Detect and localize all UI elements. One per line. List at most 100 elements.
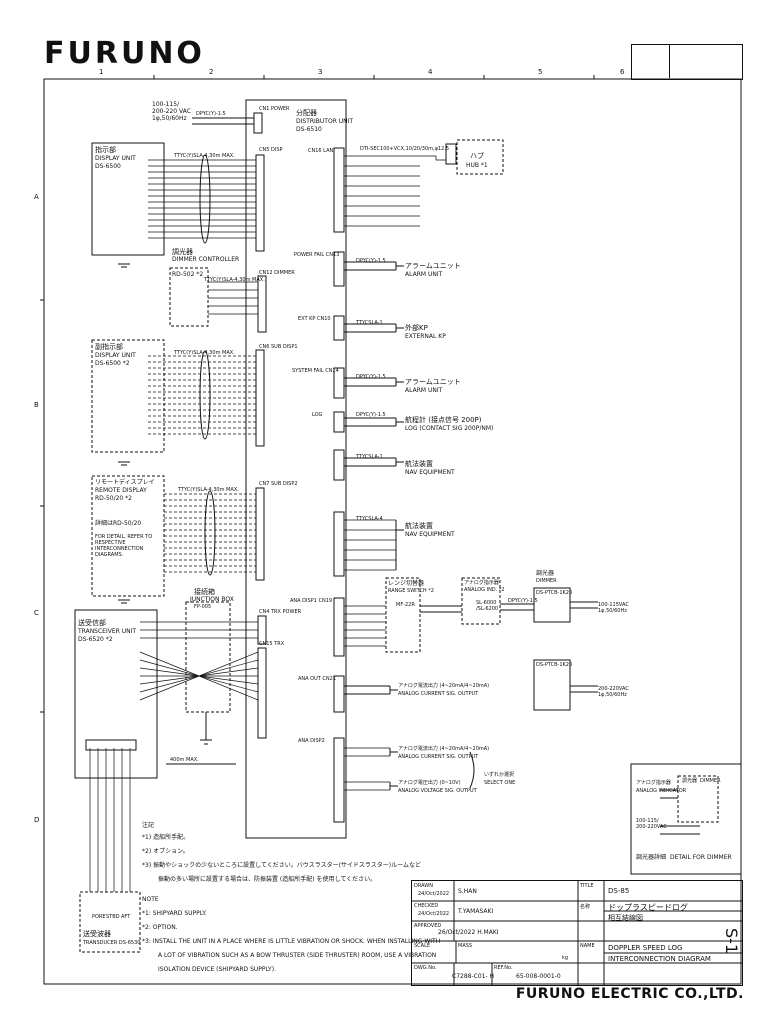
- tb-title: DS-85: [608, 887, 630, 895]
- transducer-title-jp: 送受波器: [83, 930, 111, 938]
- col-number: 1: [99, 68, 104, 76]
- detail-title-jp: 調光器詳細: [636, 854, 667, 861]
- notes-jp-item: *2) オプション。: [142, 848, 189, 855]
- notes-en-item: A LOT OF VIBRATION SUCH AS A BOW THRUSTE…: [158, 952, 437, 959]
- dimmer-model: RD-502 *2: [172, 271, 204, 278]
- display-sub-title: DISPLAY UNIT: [95, 352, 136, 359]
- range-switch-jp: レンジ切替器: [388, 580, 425, 587]
- tb-approved: 26/Oct/2022 H.MAKI: [438, 929, 499, 936]
- ana-out1-en: ANALOG CURRENT SIG. OUTPUT: [398, 691, 479, 697]
- remote-note-jp: 詳細はRD-50/20: [95, 520, 142, 527]
- tb-drawn-date: 24/Oct/2022: [418, 891, 450, 897]
- transceiver-model: DS-6520 *2: [78, 636, 113, 643]
- remote-cable: TTYC(Y)SLA-4,30m MAX.: [178, 487, 239, 493]
- row-letter: D: [34, 816, 40, 824]
- dimmer-cable: TTYC(Y)SLA-4,30m MAX.: [204, 277, 265, 283]
- transceiver-title-jp: 送受信部: [78, 619, 106, 627]
- title-block: DRAWN 24/Oct/2022 S.HAN CHECKED 24/Oct/2…: [411, 880, 743, 986]
- alarm1-jp: アラームユニット: [405, 262, 461, 270]
- row-letter: B: [34, 401, 39, 409]
- tb-ref-no: 65-008-0001-0: [516, 973, 561, 980]
- notes-jp-item: *1) 造船所手配。: [142, 834, 190, 841]
- dimmer-right-jp: 調光器: [536, 570, 555, 577]
- cn-sysfail-label: SYSTEM FAIL CN14: [292, 368, 339, 374]
- power-cable-label: DPYC(Y)-1.5: [196, 111, 226, 117]
- cn-ana-disp1-label: ANA DISP1 CN19: [290, 598, 333, 604]
- display-main-model: DS-6500: [95, 163, 121, 170]
- notes-jp-title: 注記: [142, 822, 155, 829]
- tb-name: DOPPLER SPEED LOG: [608, 944, 683, 952]
- ana-out2-jp2: アナログ電圧出力 (0~10V): [398, 780, 461, 786]
- nav1-cable: TTYCSLA-1: [356, 454, 383, 460]
- tb-dwg-no: C7288-C01- H: [452, 973, 495, 980]
- tb-name-jp2: 相互結線図: [608, 914, 643, 922]
- detail-ind-en: ANALOG INDICATOR: [636, 788, 687, 794]
- ana-out2-en2: ANALOG VOLTAGE SIG. OUTPUT: [398, 788, 477, 794]
- detail-dim-jp: 調光器: [682, 778, 698, 784]
- cn-extkp-label: EXT KP CN10: [298, 316, 331, 322]
- display-sub-model: DS-6500 *2: [95, 360, 130, 367]
- display-sub-cable: TTYC(Y)SLA-4,30m MAX.: [174, 350, 235, 356]
- row-letter: A: [34, 193, 39, 201]
- alarm1-en: ALARM UNIT: [405, 271, 443, 278]
- display-main-title: DISPLAY UNIT: [95, 155, 136, 162]
- junction-title: JUNCTION BOX: [190, 596, 234, 603]
- tb-name-jp-label: 名称: [580, 904, 591, 910]
- col-number: 3: [318, 68, 323, 76]
- cn-trx-power-label: CN4 TRX POWER: [259, 609, 302, 615]
- tb-checked-date: 24/Oct/2022: [418, 911, 450, 917]
- transceiver-title: TRANSCEIVER UNIT: [78, 628, 137, 635]
- ana-out1-jp: アナログ電流出力 (4~20mA/4~20mA): [398, 683, 490, 689]
- detail-title-en: DETAIL FOR DIMMER: [670, 854, 732, 861]
- tb-drawn-by: S.HAN: [458, 888, 477, 895]
- range-switch-model: MF-22R: [396, 602, 415, 608]
- transducer-label-pore: PORE: [92, 914, 106, 920]
- hub-label: HUB *1: [466, 162, 488, 169]
- remote-model: RD-50/20 *2: [95, 495, 132, 502]
- power-supply-label: 100-115/ 200-220 VAC 1φ,50/60Hz: [152, 101, 191, 122]
- junction-title-jp: 接続箱: [194, 588, 215, 596]
- row-letter: C: [34, 609, 39, 617]
- nav2-cable: TTYCSLA-4: [356, 516, 383, 522]
- tb-dwg-label: DWG.No.: [414, 965, 437, 971]
- dimmer-title: DIMMER CONTROLLER: [172, 256, 240, 263]
- notes-jp-item: 振動の多い場所に設置する場合は、防振装置 (造船所手配) を使用してください。: [158, 876, 377, 883]
- dimmer-right-cable: DPYC(Y)-1.5: [508, 598, 538, 604]
- notes-en-item: *3: INSTALL THE UNIT IN A PLACE WHERE IS…: [142, 938, 441, 945]
- dimmer-right-en: DIMMER: [536, 578, 557, 584]
- tb-mass-unit: kg: [562, 955, 569, 961]
- nav2-jp: 航法装置: [405, 522, 433, 530]
- dimmer-right-model2: DS-PTCB-1K20: [536, 662, 573, 668]
- display-main-cable: TTYC(Y)SLA-4,30m MAX.: [174, 153, 235, 159]
- tb-scale-label: SCALE: [414, 943, 431, 949]
- dimmer-right-model1: DS-PTCB-1K20: [536, 590, 573, 596]
- dimmer-title-jp: 調光器: [172, 248, 193, 256]
- nav1-en: NAV EQUIPMENT: [405, 469, 455, 476]
- nav1-jp: 航法装置: [405, 460, 433, 468]
- analog-ind-model: SL-6000 /SL-6200: [476, 600, 499, 612]
- remote-title: REMOTE DISPLAY: [95, 487, 147, 494]
- tb-name-jp: ドップラスピードログ: [608, 903, 688, 912]
- notes-jp-item: *3) 振動やショックの少ないところに設置してください。バウスラスター(サイドス…: [142, 862, 421, 869]
- cn-disp-label: CN5 DISP: [259, 147, 283, 153]
- col-number: 6: [620, 68, 625, 76]
- remote-note-en: FOR DETAIL, REFER TO RESPECTIVE INTERCON…: [95, 534, 153, 558]
- notes-en-item: *1: SHIPYARD SUPPLY.: [142, 910, 207, 917]
- analog-ind-jp: アナログ指示器: [464, 580, 499, 586]
- cn-power-label: CN1 POWER: [259, 106, 290, 112]
- display-main-title-jp: 指示部: [95, 146, 116, 154]
- furuno-logo: FURUNO: [44, 36, 205, 71]
- tb-checked-by: T.YAMASAKI: [458, 908, 494, 915]
- cn-trx-label: CN15 TRX: [259, 641, 285, 647]
- hub-label-jp: ハブ: [470, 152, 484, 160]
- alarm2-cable: DPYC(Y)-1.5: [356, 374, 386, 380]
- analog-ind-en: ANALOG IND. *2: [464, 587, 505, 593]
- distributor-model: DS-6510: [296, 126, 322, 133]
- hub-cable: DTI-SEC100+VCX,10/20/30m,φ12.5: [360, 146, 450, 152]
- company-footer: FURUNO ELECTRIC CO.,LTD.: [515, 986, 744, 1002]
- detail-power: 100-115/ 200-220VAC: [636, 818, 667, 830]
- extkp-cable: TTYCSLA-1: [356, 320, 383, 326]
- tb-ref-label: REF.No.: [494, 965, 513, 971]
- extkp-en: EXTERNAL KP: [405, 333, 446, 340]
